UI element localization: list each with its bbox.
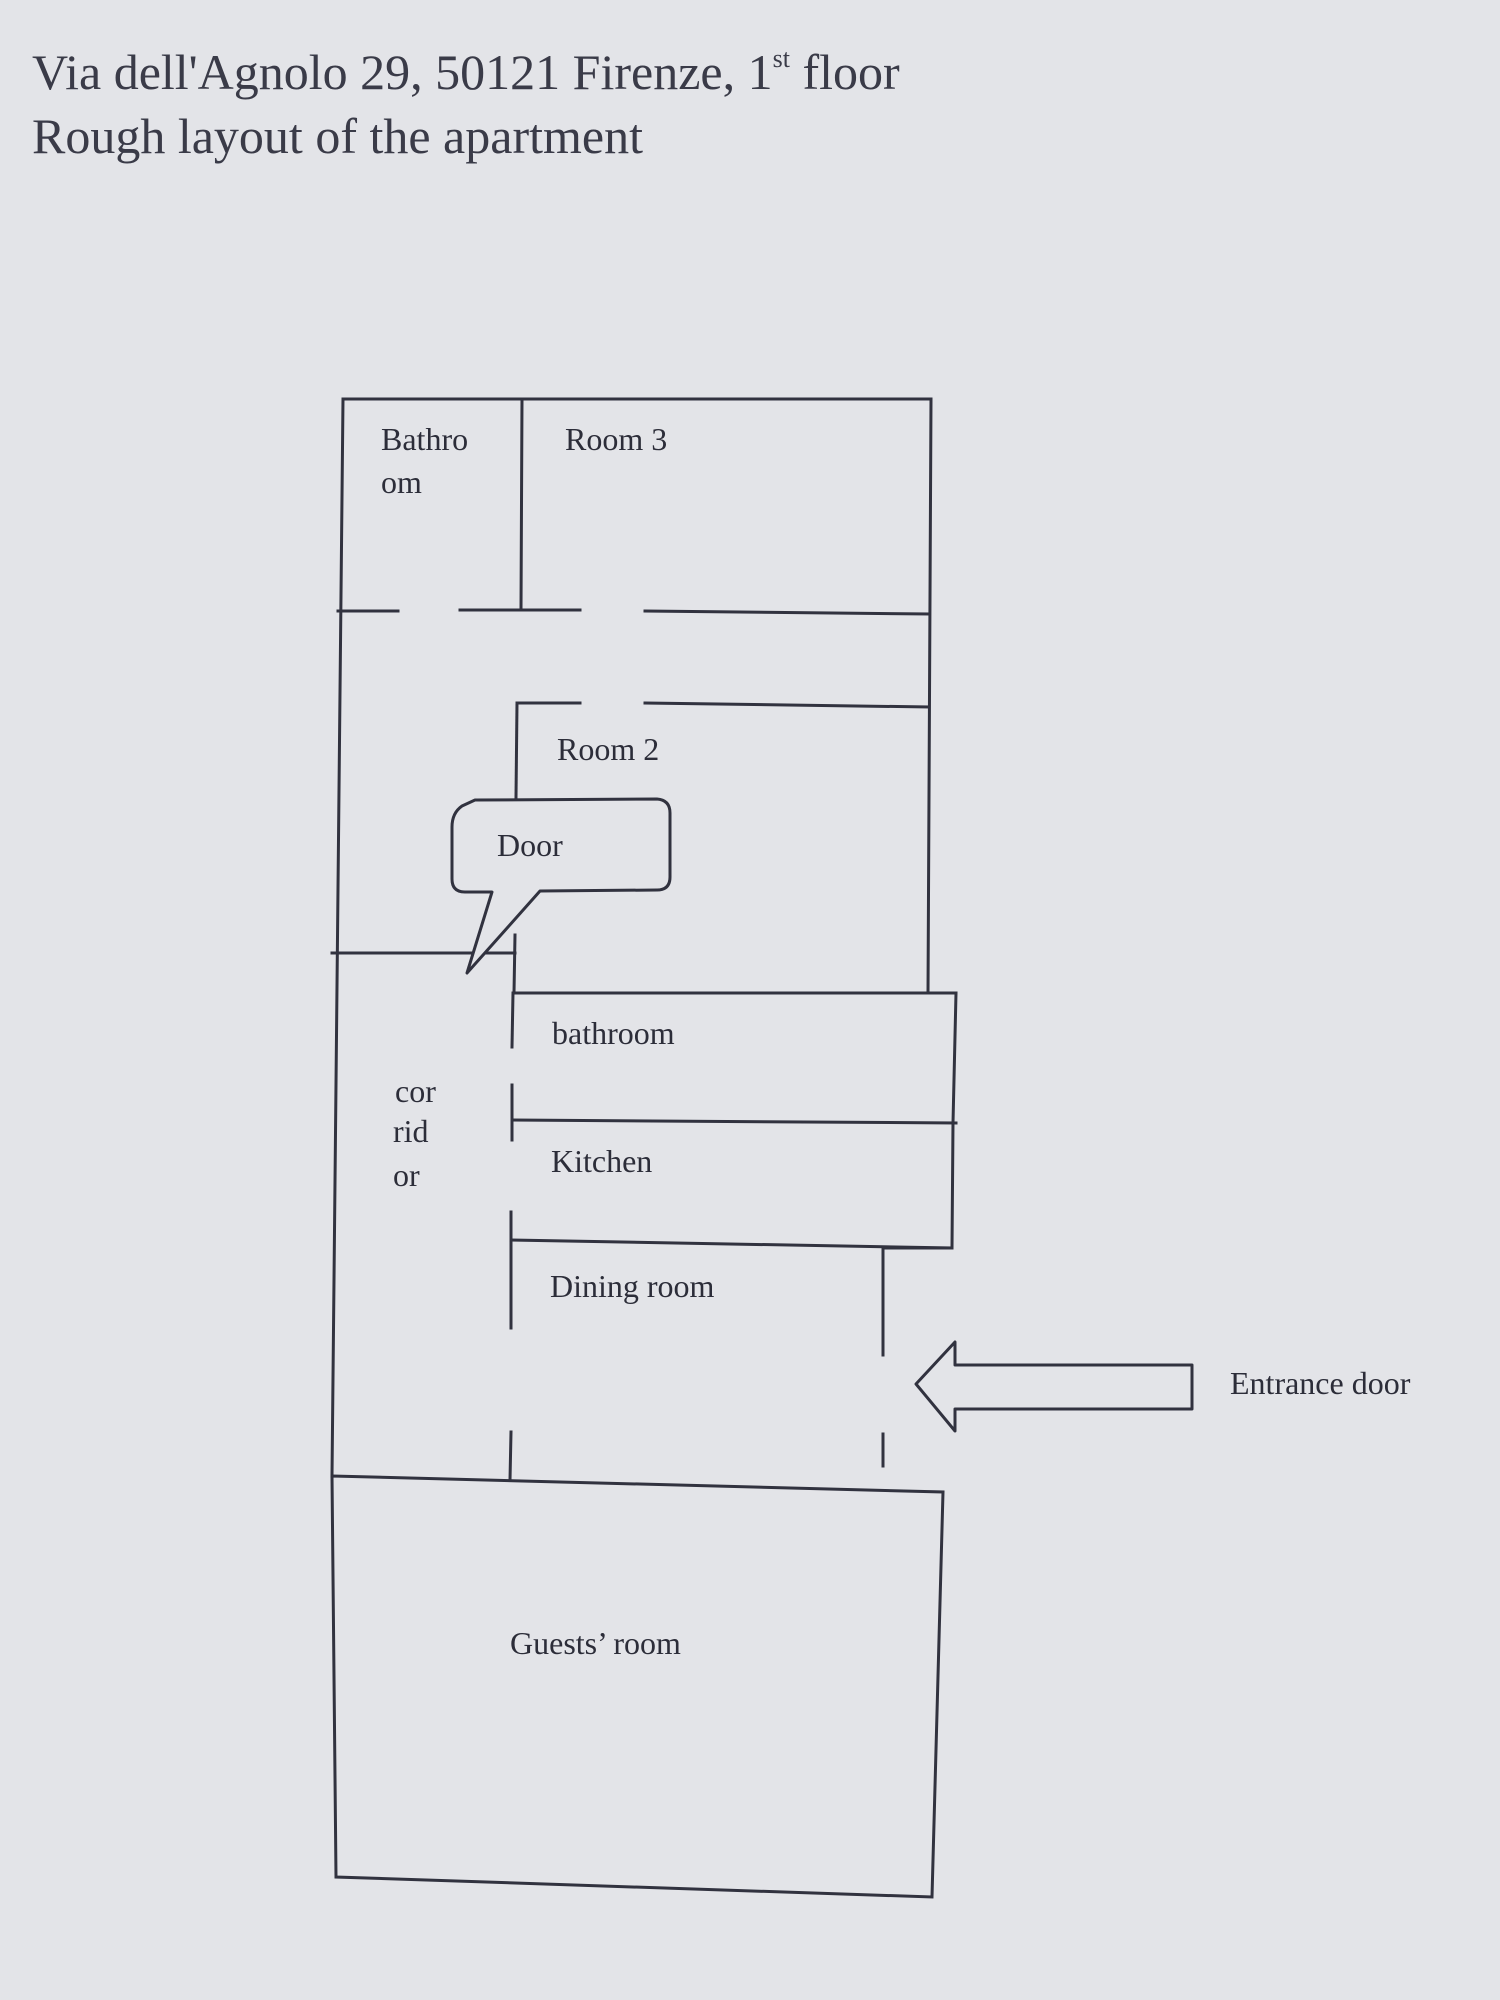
wall-room2-top-right xyxy=(643,701,931,709)
wall-guests-room xyxy=(330,1474,945,1899)
wall-corridor-bottom-stub xyxy=(508,1430,513,1482)
outer-wall-east-bump xyxy=(881,991,958,1357)
label-corridor-2: rid xyxy=(393,1113,429,1149)
wall-kitchen-dining-divider xyxy=(509,1238,954,1250)
label-bathroom-top: Bathro xyxy=(381,421,468,457)
outer-wall-top-right xyxy=(341,397,933,995)
label-kitchen: Kitchen xyxy=(551,1143,652,1179)
label-entrance-door: Entrance door xyxy=(1230,1365,1411,1401)
label-room-2: Room 2 xyxy=(557,731,659,767)
wall-room2-left-lower xyxy=(512,933,517,995)
wall-small-bath-left xyxy=(510,991,515,1049)
door-callout xyxy=(450,797,672,975)
label-corridor-1: cor xyxy=(395,1073,436,1109)
plan-heading: Via dell'Agnolo 29, 50121 Firenze, 1st f… xyxy=(32,40,900,168)
floor-word: floor xyxy=(789,44,900,100)
wall-room3-bottom xyxy=(643,609,931,616)
address-line: Via dell'Agnolo 29, 50121 Firenze, 1st f… xyxy=(32,40,900,104)
outer-wall-left-upper xyxy=(330,397,345,1478)
entrance-arrow-icon xyxy=(914,1340,1194,1433)
label-door: Door xyxy=(497,827,563,863)
wall-bath-room3-divider xyxy=(519,397,524,610)
subtitle-line: Rough layout of the apartment xyxy=(32,108,643,164)
label-bathroom-small: bathroom xyxy=(552,1015,675,1051)
wall-room2-left-upper xyxy=(514,701,519,799)
label-bathroom-top-cont: om xyxy=(381,464,422,500)
label-guests-room: Guests’ room xyxy=(510,1625,681,1661)
label-dining-room: Dining room xyxy=(550,1268,715,1304)
wall-bath-kitchen-divider xyxy=(510,1118,958,1125)
floor-ordinal-suffix: st xyxy=(772,44,790,73)
label-room-3: Room 3 xyxy=(565,421,667,457)
address-text: Via dell'Agnolo 29, 50121 Firenze, 1 xyxy=(32,44,773,100)
label-corridor-3: or xyxy=(393,1157,420,1193)
